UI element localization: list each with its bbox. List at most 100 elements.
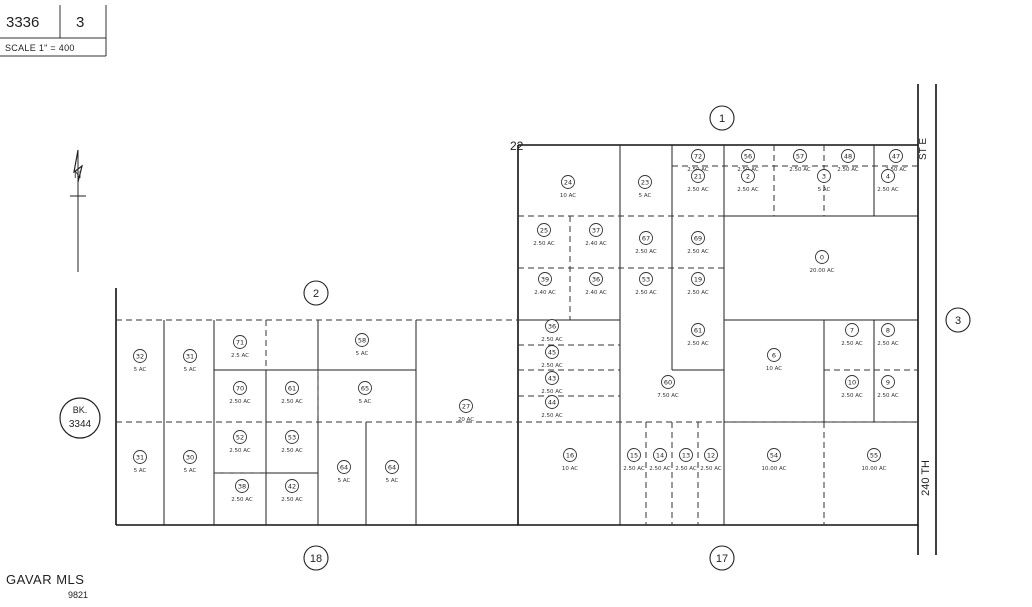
- parcel[interactable]: 82.50 AC: [877, 323, 899, 348]
- parcel[interactable]: 607.50 AC: [657, 375, 679, 400]
- parcel[interactable]: 572.50 AC: [789, 149, 811, 174]
- parcel-area: 10 AC: [560, 193, 576, 199]
- parcel[interactable]: 362.50 AC: [541, 319, 563, 344]
- parcel[interactable]: 392.40 AC: [534, 272, 556, 297]
- parcel[interactable]: 212.50 AC: [687, 169, 709, 194]
- parcel-circle: [183, 349, 197, 363]
- parcel[interactable]: 92.50 AC: [877, 375, 899, 400]
- parcel-circle: [589, 223, 603, 237]
- parcel[interactable]: 532.50 AC: [281, 430, 303, 455]
- parcel[interactable]: 22.50 AC: [737, 169, 759, 194]
- parcel-area: 2.50 AC: [541, 337, 563, 343]
- parcel-number: 53: [642, 276, 650, 284]
- parcel-number: 60: [664, 379, 672, 387]
- parcel-area: 2.50 AC: [541, 413, 563, 419]
- parcel-number: 31: [186, 353, 194, 361]
- parcel[interactable]: 645 AC: [385, 460, 399, 485]
- parcel-area: 2.40 AC: [585, 290, 607, 296]
- parcel[interactable]: 020.00 AC: [810, 250, 835, 275]
- section-marker-2: 2: [303, 280, 329, 306]
- parcel-circle: [845, 323, 859, 337]
- parcel[interactable]: 372.40 AC: [585, 223, 607, 248]
- parcel-labels: 325 AC 315 AC 712.5 AC 58 5 AC 702.50 AC 612.5…: [133, 149, 907, 504]
- parcel[interactable]: 472.50 AC: [885, 149, 907, 174]
- parcel[interactable]: 692.50 AC: [687, 231, 709, 256]
- parcel-number: 19: [694, 276, 702, 284]
- parcel[interactable]: 672.50 AC: [635, 231, 657, 256]
- parcel-number: 25: [540, 227, 548, 235]
- parcel[interactable]: 142.50 AC: [649, 448, 671, 473]
- section-circle: [303, 280, 329, 306]
- parcel[interactable]: 35 AC: [817, 169, 831, 194]
- parcel-circle: [627, 448, 641, 462]
- parcel[interactable]: 325 AC: [133, 349, 147, 374]
- parcel[interactable]: 152.50 AC: [623, 448, 645, 473]
- parcel[interactable]: 235 AC: [638, 175, 652, 200]
- parcel[interactable]: 482.50 AC: [837, 149, 859, 174]
- parcel-circle: [841, 149, 855, 163]
- north-arrow-icon: [70, 149, 86, 272]
- parcel[interactable]: 58 5 AC: [355, 333, 369, 358]
- page-number: 3: [76, 14, 85, 31]
- parcel-area: 2.50 AC: [635, 290, 657, 296]
- parcel[interactable]: 432.50 AC: [541, 371, 563, 396]
- parcel-circle: [639, 272, 653, 286]
- watermark-brand: GAVAR MLS: [6, 572, 85, 587]
- parcel-circle: [867, 448, 881, 462]
- parcel[interactable]: 655 AC: [358, 381, 372, 406]
- parcel-number: 42: [288, 483, 296, 491]
- parcel[interactable]: 122.50 AC: [700, 448, 722, 473]
- parcel[interactable]: 305 AC: [183, 450, 197, 475]
- parcel[interactable]: 452.50 AC: [541, 345, 563, 370]
- parcel-number: 56: [744, 153, 752, 161]
- marginal-notes: [928, 10, 935, 24]
- parcel[interactable]: 422.50 AC: [281, 479, 303, 504]
- parcel-circle: [235, 479, 249, 493]
- parcel[interactable]: 42.50 AC: [877, 169, 899, 194]
- parcel[interactable]: 315 AC: [133, 450, 147, 475]
- parcel-number: 0: [820, 254, 824, 262]
- parcel[interactable]: 252.50 AC: [533, 223, 555, 248]
- parcel-circle: [459, 399, 473, 413]
- parcel-circle: [691, 272, 705, 286]
- parcel-area: 2.50 AC: [687, 187, 709, 193]
- section-number: 1: [719, 113, 725, 125]
- parcel-number: 8: [886, 327, 890, 335]
- parcel-circle: [133, 349, 147, 363]
- parcel-area: 2.50 AC: [737, 187, 759, 193]
- parcel[interactable]: 382.50 AC: [231, 479, 253, 504]
- parcel[interactable]: 702.50 AC: [229, 381, 251, 406]
- parcel[interactable]: 610 AC: [766, 348, 782, 373]
- parcel[interactable]: 645 AC: [337, 460, 351, 485]
- parcel[interactable]: 712.5 AC: [231, 335, 249, 360]
- parcel[interactable]: 612.50 AC: [281, 381, 303, 406]
- parcel[interactable]: 53 2.50 AC: [635, 272, 657, 297]
- parcel-circle: [285, 479, 299, 493]
- parcel[interactable]: 442.50 AC: [541, 395, 563, 420]
- parcel[interactable]: 102.50 AC: [841, 375, 863, 400]
- parcel-number: 30: [186, 454, 194, 462]
- parcel[interactable]: 72.50 AC: [841, 323, 863, 348]
- parcel[interactable]: 612.50 AC: [687, 323, 709, 348]
- parcel-number: 54: [770, 452, 778, 460]
- parcel-area: 2.50 AC: [841, 393, 863, 399]
- book-number: 3336: [6, 14, 40, 31]
- parcel-circle: [538, 272, 552, 286]
- parcel-circle: [691, 231, 705, 245]
- parcel-area: 5 AC: [356, 351, 369, 357]
- parcel[interactable]: 192.50 AC: [687, 272, 709, 297]
- parcel[interactable]: 522.50 AC: [229, 430, 251, 455]
- parcel[interactable]: 132.50 AC: [675, 448, 697, 473]
- parcel[interactable]: 362.40 AC: [585, 272, 607, 297]
- parcel-circle: [793, 149, 807, 163]
- parcel[interactable]: 315 AC: [183, 349, 197, 374]
- parcel-circle: [881, 375, 895, 389]
- parcel-circle: [845, 375, 859, 389]
- parcel-number: 58: [358, 337, 366, 345]
- parcel-number: 3: [822, 173, 826, 181]
